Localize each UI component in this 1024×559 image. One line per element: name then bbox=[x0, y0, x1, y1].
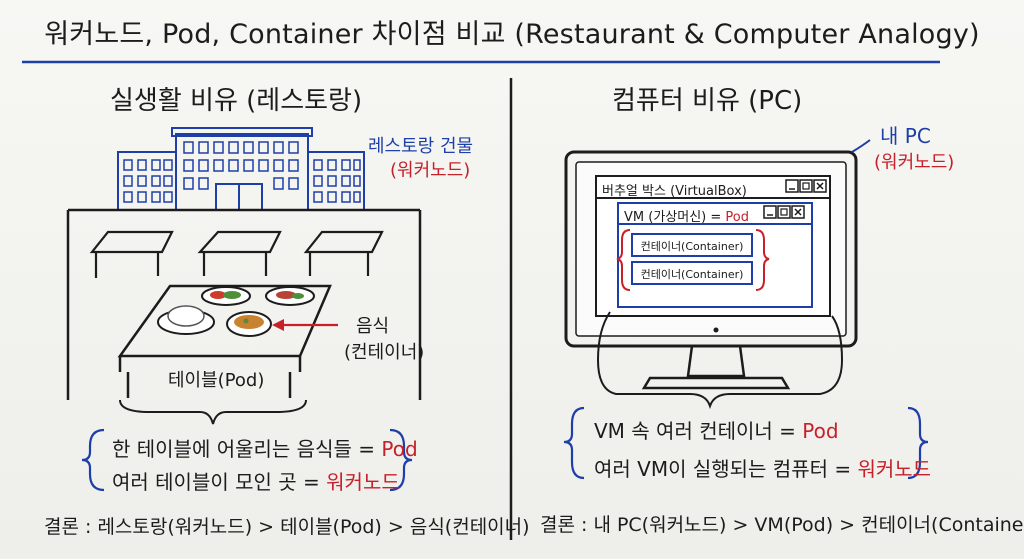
left-summary-line-1-value: Pod bbox=[381, 437, 418, 461]
small-tables bbox=[89, 230, 384, 278]
pc-label-pointer bbox=[851, 139, 871, 153]
right-summary-brace-open bbox=[563, 406, 585, 480]
right-summary-line-1-value: Pod bbox=[802, 419, 839, 443]
right-summary-line-2-text: 여러 VM이 실행되는 컴퓨터 = bbox=[594, 457, 858, 481]
left-conclusion: 결론 : 레스토랑(워커노드) > 테이블(Pod) > 음식(컨테이너) bbox=[44, 516, 530, 538]
left-summary-brace-open bbox=[81, 428, 105, 492]
food-arrow bbox=[272, 319, 338, 331]
right-summary-line-2: 여러 VM이 실행되는 컴퓨터 = 워커노드 bbox=[594, 453, 931, 482]
vm-title: VM (가상머신) = Pod bbox=[624, 206, 749, 225]
container-boxes bbox=[631, 233, 753, 285]
monitor-brace bbox=[596, 311, 844, 410]
vm-title-value: Pod bbox=[725, 210, 749, 225]
table-label: 테이블(Pod) bbox=[168, 370, 265, 391]
building-sub-label: (워커노드) bbox=[390, 160, 471, 181]
food-label: 음식 bbox=[356, 316, 390, 337]
right-summary-line-2-value: 워커노드 bbox=[857, 457, 932, 481]
container-1-label: 컨테이너(Container) bbox=[640, 240, 744, 253]
food-dishes bbox=[157, 286, 315, 337]
food-sub-label: (컨테이너) bbox=[344, 342, 425, 363]
main-table bbox=[117, 284, 332, 398]
table-brace bbox=[119, 399, 307, 425]
right-conclusion: 결론 : 내 PC(워커노드) > VM(Pod) > 컨테이너(Contain… bbox=[540, 514, 1024, 536]
left-summary-line-2: 여러 테이블이 모인 곳 = 워커노드 bbox=[112, 466, 400, 495]
restaurant-floor bbox=[66, 208, 422, 400]
left-heading: 실생활 비유 (레스토랑) bbox=[110, 86, 363, 116]
virtualbox-title: 버추얼 박스 (VirtualBox) bbox=[602, 184, 747, 199]
right-summary-brace-close bbox=[907, 406, 929, 480]
building-label: 레스토랑 건물 bbox=[368, 136, 474, 157]
container-brace-close bbox=[755, 229, 770, 291]
container-2-label: 컨테이너(Container) bbox=[640, 268, 744, 281]
left-summary-brace-close bbox=[389, 428, 413, 492]
container-brace-open bbox=[616, 229, 631, 291]
right-summary-line-1-text: VM 속 여러 컨테이너 = bbox=[594, 419, 803, 443]
page-title: 워커노드, Pod, Container 차이점 비교 (Restaurant … bbox=[44, 19, 980, 50]
pc-label: 내 PC bbox=[880, 124, 931, 148]
pc-sub-label: (워커노드) bbox=[874, 152, 955, 173]
restaurant-building bbox=[117, 127, 365, 211]
left-summary-line-1: 한 테이블에 어울리는 음식들 = Pod bbox=[112, 433, 418, 462]
right-heading: 컴퓨터 비유 (PC) bbox=[612, 86, 803, 116]
left-summary-line-1-text: 한 테이블에 어울리는 음식들 = bbox=[112, 437, 382, 461]
left-summary-line-2-value: 워커노드 bbox=[326, 470, 400, 494]
left-summary-line-2-text: 여러 테이블이 모인 곳 = bbox=[112, 470, 327, 494]
vm-title-text: VM (가상머신) = bbox=[624, 210, 726, 225]
right-summary-line-1: VM 속 여러 컨테이너 = Pod bbox=[594, 415, 839, 444]
